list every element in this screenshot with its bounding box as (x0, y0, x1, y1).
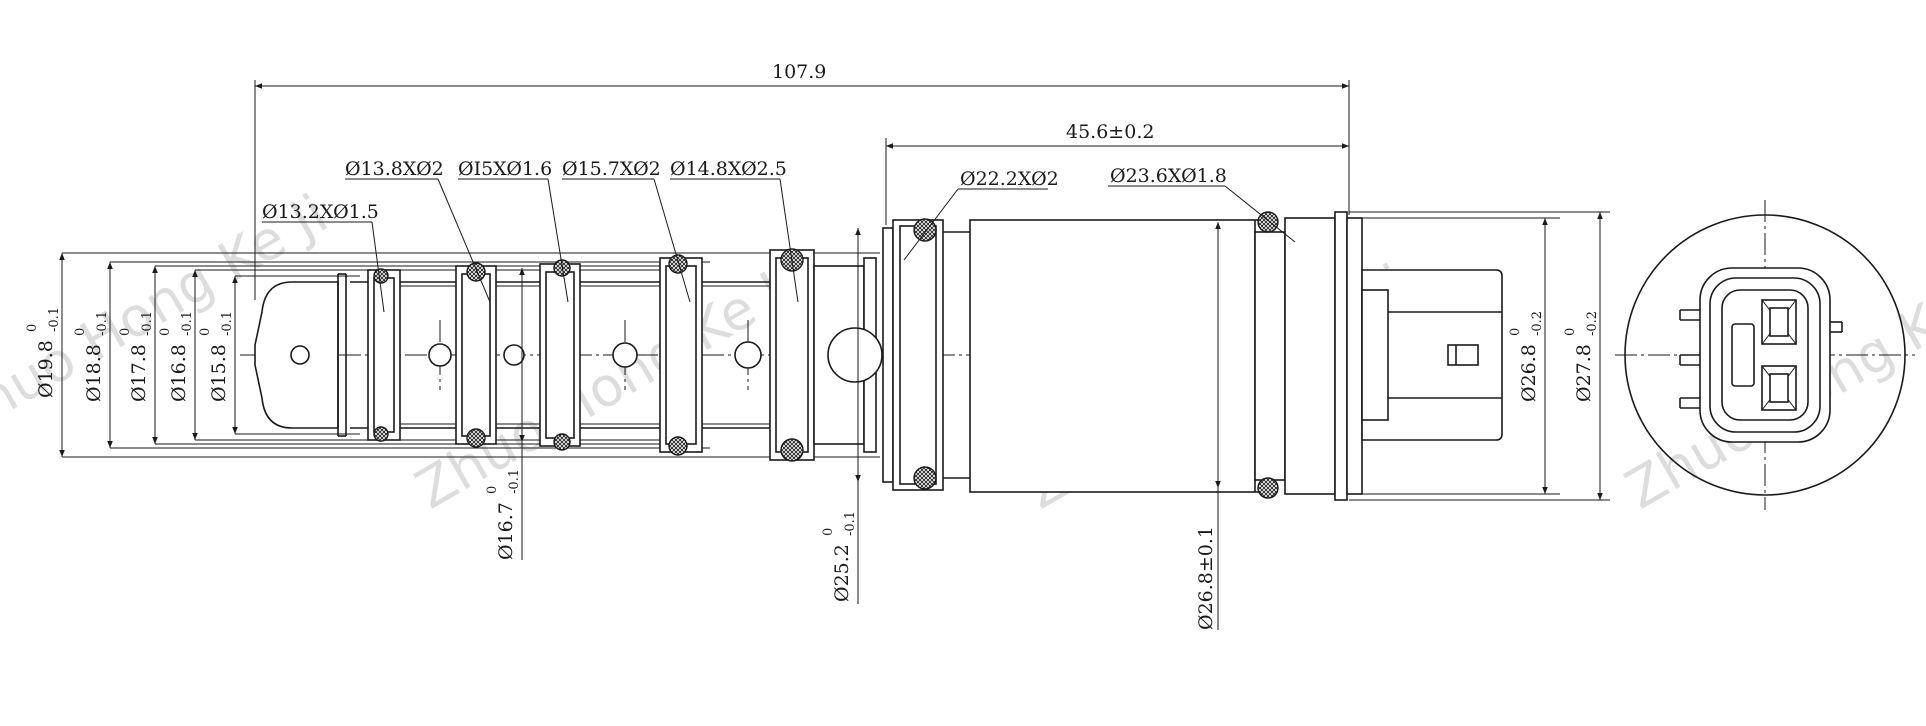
solenoid-body (882, 211, 1503, 501)
svg-text:-0.1: -0.1 (47, 307, 62, 332)
dia-25-2-label: Ø25.2 (831, 544, 853, 602)
svg-text:-0.2: -0.2 (1530, 311, 1545, 336)
oring-13-8-top (466, 262, 486, 282)
dia-26-8-label: Ø26.8 (1518, 344, 1540, 402)
callout-oring-15: ØI5XØ1.6 (458, 158, 552, 180)
port-hole-2 (428, 343, 452, 367)
svg-text:0: 0 (73, 328, 88, 336)
svg-text:0: 0 (821, 528, 836, 536)
svg-text:0: 0 (1563, 328, 1578, 336)
callout-oring-13-2: Ø13.2XØ1.5 (262, 201, 379, 223)
port-hole-1 (290, 345, 310, 365)
diameter-dimensions-right: Ø26.8 0 -0.2 Ø27.8 0 -0.2 (1349, 211, 1610, 501)
svg-text:0: 0 (485, 486, 500, 494)
dia-19-8-label: Ø19.8 (35, 340, 57, 398)
svg-text:-0.1: -0.1 (140, 311, 155, 336)
dia-16-7-label: Ø16.7 (495, 502, 517, 560)
oring-23-6-bottom (1257, 477, 1279, 499)
dimension-solenoid-length: 45.6±0.2 (885, 121, 1349, 225)
callout-oring-15-7: Ø15.7XØ2 (562, 158, 661, 180)
dimension-overall-length: 107.9 (254, 61, 1350, 300)
oring-13-2-bottom (373, 426, 389, 442)
callout-oring-22-2: Ø22.2XØ2 (960, 168, 1059, 190)
svg-text:-0.2: -0.2 (1585, 311, 1600, 336)
svg-text:0: 0 (1508, 328, 1523, 336)
overall-length-label: 107.9 (772, 61, 826, 83)
svg-text:-0.1: -0.1 (507, 469, 522, 494)
dia-27-8-label: Ø27.8 (1573, 344, 1595, 402)
svg-text:0: 0 (198, 328, 213, 336)
svg-text:-0.1: -0.1 (843, 511, 858, 536)
solenoid-length-label: 45.6±0.2 (1066, 121, 1154, 143)
end-view (1624, 214, 1906, 496)
svg-text:0: 0 (25, 324, 40, 332)
svg-text:-0.1: -0.1 (180, 311, 195, 336)
diameter-dimensions-left: Ø19.8 0 -0.1 Ø18.8 0 -0.1 Ø17.8 0 -0.1 Ø… (25, 253, 238, 457)
oring-13-8-bottom (466, 428, 486, 448)
port-hole-3 (503, 344, 525, 366)
callout-oring-14-8: Ø14.8XØ2.5 (670, 158, 787, 180)
dia-15-8-label: Ø15.8 (208, 344, 230, 402)
solenoid-end-ring (1254, 231, 1286, 481)
port-hole-4 (612, 342, 638, 368)
svg-text:0: 0 (158, 328, 173, 336)
oring-15-bottom (553, 433, 571, 451)
dia-18-8-label: Ø18.8 (83, 344, 105, 402)
svg-text:0: 0 (118, 328, 133, 336)
oring-22-2-bottom (913, 466, 937, 490)
callout-oring-23-6: Ø23.6XØ1.8 (1110, 165, 1227, 187)
oring-14-8-bottom (780, 438, 804, 462)
dia-16-8-label: Ø16.8 (168, 344, 190, 402)
valve-body (62, 248, 883, 462)
end-cap (1284, 217, 1336, 495)
oring-callouts: Ø13.2XØ1.5 Ø13.8XØ2 ØI5XØ1.6 Ø15.7XØ2 Ø1… (262, 158, 1296, 313)
port-hole-large (827, 327, 883, 383)
diameter-dimensions-lower: Ø16.7 0 -0.1 Ø25.2 0 -0.1 Ø26.8±0.1 (485, 222, 1221, 630)
connector-latch (1447, 344, 1479, 366)
dia-17-8-label: Ø17.8 (128, 344, 150, 402)
oring-13-2-top (373, 268, 389, 284)
end-cap-plate (1346, 217, 1363, 495)
oring-15-7-top (668, 254, 688, 274)
svg-text:-0.1: -0.1 (95, 311, 110, 336)
oring-15-7-bottom (668, 436, 688, 456)
solenoid-flange (882, 227, 894, 483)
dia-26-8-tol-label: Ø26.8±0.1 (1195, 526, 1217, 630)
port-hole-5 (734, 341, 762, 369)
solenoid-can (969, 219, 1271, 493)
svg-text:-0.1: -0.1 (220, 311, 235, 336)
callout-oring-13-8: Ø13.8XØ2 (345, 158, 444, 180)
end-view-circle (1624, 214, 1906, 496)
